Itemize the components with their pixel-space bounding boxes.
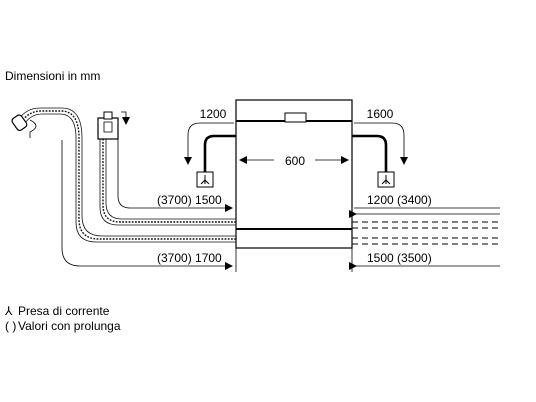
width-dimension: 600 — [239, 154, 349, 168]
right-power-cable: 1600 — [352, 107, 408, 188]
right-guide-lines — [349, 207, 500, 272]
right-cable-label: 1600 — [367, 107, 394, 121]
left-power-cable: 1200 — [184, 107, 236, 188]
legend: ⅄ Presa di corrente ( ) Valori con prolu… — [4, 304, 121, 333]
legend-socket-label: Presa di corrente — [18, 304, 110, 318]
drain-hose-end — [11, 114, 28, 132]
upper-right-hose-length: 1200 (3400) — [367, 193, 432, 207]
valve-connector — [103, 111, 113, 120]
lower-left-hose-length: (3700) 1700 — [157, 251, 222, 265]
left-cable-label: 1200 — [200, 107, 227, 121]
dishwasher-body — [235, 99, 353, 249]
door-handle — [284, 112, 307, 123]
left-guide-lines — [29, 111, 237, 272]
upper-left-hose-length: (3700) 1500 — [157, 193, 222, 207]
appliance-outline — [235, 99, 353, 249]
legend-parenthesis-label: Valori con prolunga — [18, 319, 121, 333]
width-label: 600 — [285, 154, 305, 168]
legend-socket-symbol: ⅄ — [4, 304, 13, 318]
lower-right-hose-length: 1500 (3500) — [367, 251, 432, 265]
hoses — [11, 107, 236, 243]
water-inlet-valve — [97, 117, 119, 140]
legend-parenthesis-symbol: ( ) — [5, 319, 16, 333]
power-socket-icon — [196, 171, 214, 188]
plinth-line — [236, 228, 352, 230]
power-socket-icon — [377, 171, 395, 188]
diagram-title: Dimensioni in mm — [5, 69, 100, 83]
